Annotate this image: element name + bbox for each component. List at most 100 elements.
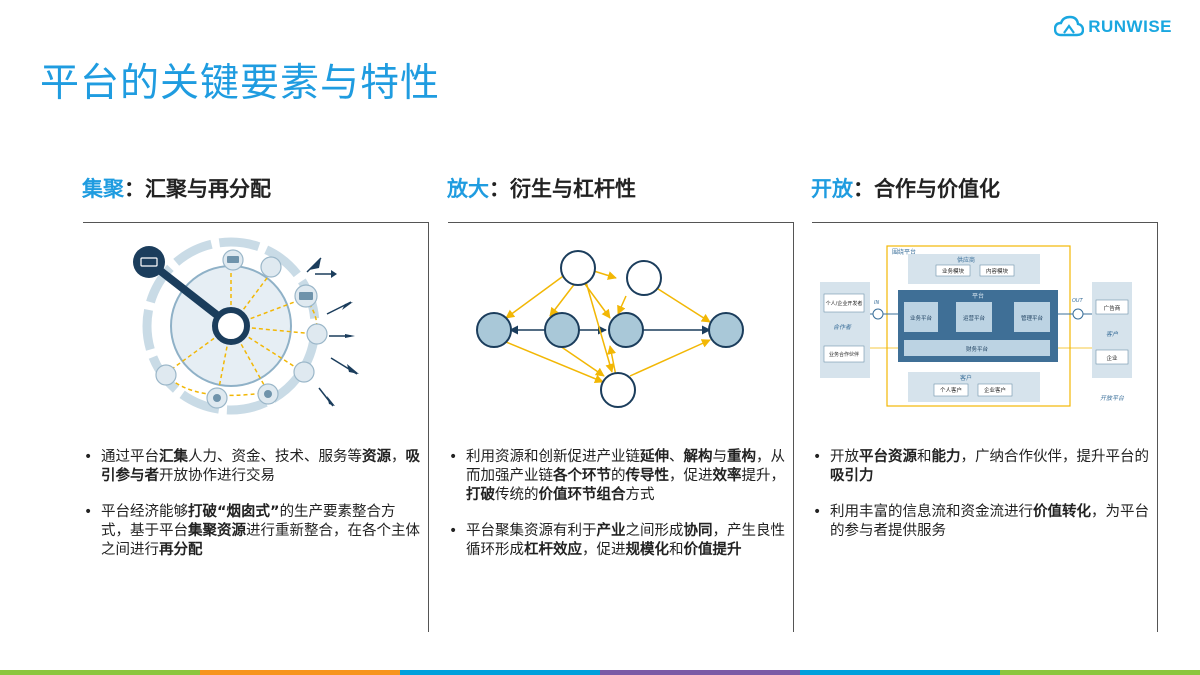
section-heading-aggregation: 集聚：汇聚与再分配: [82, 173, 271, 203]
open-platform-label: 开放平台: [1100, 394, 1125, 402]
personal-customer: 个人客户: [940, 386, 962, 394]
bullet-text: 平台聚集资源有利于: [466, 523, 597, 539]
bullet-text: 平台经济能够: [101, 504, 188, 520]
footer-color-strip: [0, 670, 1200, 675]
bullet-text: ，广纳合作伙伴，提升平台的: [960, 449, 1150, 465]
bullet-emphasis: 各个环节: [553, 468, 611, 484]
footer-segment: [600, 670, 800, 675]
bullet-text: ，促进: [582, 542, 626, 558]
bullet-emphasis: 解构: [683, 449, 713, 465]
bullet-text: 人力、资金、技术、服务等: [188, 449, 362, 465]
bullet-text: 利用丰富的信息流和资金流进行: [830, 504, 1033, 520]
customers-label: 客户: [960, 374, 972, 382]
panel-aggregation: 通过平台汇集人力、资金、技术、服务等资源，吸引参与者开放协作进行交易平台经济能够…: [83, 222, 429, 632]
bullet-text: 和: [669, 542, 684, 558]
bullet-emphasis: 杠杆效应: [524, 542, 582, 558]
in-label: IN: [874, 300, 879, 306]
bullet-text: ，产生良性循环形成: [466, 523, 785, 558]
client-label: 客户: [1106, 330, 1119, 338]
section-keyword: 集聚: [82, 177, 124, 201]
enterprise-customer: 企业客户: [984, 386, 1006, 394]
bullet-text: 利用资源和创新促进产业链: [466, 449, 640, 465]
footer-segment: [0, 670, 200, 675]
bullet-text: 进行重新整合，在各个主体之间进行: [101, 523, 420, 558]
bullet-text: 与: [712, 449, 728, 465]
platform-operation: 运营平台: [963, 314, 986, 322]
footer-segment: [1000, 670, 1200, 675]
bullet-text: 的: [611, 468, 626, 484]
bullet-emphasis: 吸引参与者: [101, 449, 420, 484]
finance-platform: 财务平台: [966, 345, 989, 353]
section-subtitle: ：合作与价值化: [853, 177, 1000, 201]
bullet-text: ，: [391, 449, 406, 465]
bullet-emphasis: 吸引力: [830, 468, 874, 484]
panel-open: 围绕平台 供应商 业务模块 内容模块 平台 业务平台 运营平台 管理平台 财务平…: [812, 222, 1158, 632]
section-keyword: 放大: [447, 177, 489, 201]
bullet-item: 利用丰富的信息流和资金流进行价值转化，为平台的参与者提供服务: [813, 503, 1150, 541]
bullet-list: 通过平台汇集人力、资金、技术、服务等资源，吸引参与者开放协作进行交易平台经济能够…: [83, 448, 421, 577]
bullet-text: 的生产要素整合方式，基于平台: [101, 504, 396, 539]
bullet-list: 利用资源和创新促进产业链延伸、解构与重构，从而加强产业链各个环节的传导性 ，促进 效…: [448, 448, 786, 577]
bullet-text: 和: [917, 449, 932, 465]
partner-box: 业务合作伙伴: [829, 351, 859, 358]
platform-management: 管理平台: [1021, 314, 1044, 322]
section-keyword: 开放: [811, 177, 853, 201]
bullet-text: 方式: [625, 487, 655, 503]
bullet-text: 提升，: [741, 468, 786, 484]
footer-segment: [200, 670, 400, 675]
bullet-emphasis: 再分配: [159, 542, 203, 558]
section-subtitle: ：衍生与杠杆性: [489, 177, 636, 201]
bullet-emphasis: 延伸: [640, 449, 669, 465]
bullet-emphasis: 价值环节组合: [538, 487, 626, 503]
page-title: 平台的关键要素与特性: [40, 61, 441, 106]
partner-label: 合作者: [833, 323, 852, 331]
bullet-emphasis: 重构: [727, 449, 756, 465]
bullet-emphasis: 价值转化: [1033, 504, 1091, 520]
platform-business: 业务平台: [910, 314, 933, 322]
footer-segment: [400, 670, 600, 675]
panel-amplify: 利用资源和创新促进产业链延伸、解构与重构，从而加强产业链各个环节的传导性 ，促进 效…: [448, 222, 794, 632]
bullet-item: 开放平台资源和能力，广纳合作伙伴，提升平台的吸引力: [813, 448, 1150, 486]
bullet-emphasis: 产业: [596, 523, 626, 539]
bullet-text: ，从而加强产业链: [466, 449, 785, 484]
bullet-text: ，为平台的参与者提供服务: [830, 504, 1149, 539]
bullet-emphasis: 打破: [466, 487, 495, 503]
content-module-label: 内容模块: [986, 267, 1009, 275]
bullet-item: 利用资源和创新促进产业链延伸、解构与重构，从而加强产业链各个环节的传导性，促进效…: [449, 448, 786, 505]
out-label: OUT: [1072, 298, 1084, 304]
network-diagram: [476, 250, 744, 408]
bullet-emphasis: 传导性: [625, 468, 670, 484]
cloud-icon: [1054, 15, 1085, 37]
bullet-emphasis: 平台资源: [859, 449, 917, 465]
bullet-emphasis: 规模化: [625, 542, 670, 558]
brand-logo: RUNWISE: [1054, 12, 1172, 42]
bullet-list: 开放平台资源和能力，广纳合作伙伴，提升平台的吸引力利用丰富的信息流和资金流进行价…: [812, 448, 1150, 558]
bullet-emphasis: 效率: [712, 468, 742, 484]
enterprise-box: 企业: [1106, 354, 1118, 362]
section-subtitle: ：汇聚与再分配: [124, 177, 271, 201]
section-heading-open: 开放：合作与价值化: [811, 173, 1000, 203]
bullet-emphasis: 汇集: [159, 449, 188, 465]
bullet-text: 开放协作进行交易: [159, 468, 275, 484]
advertiser-box: 广告商: [1104, 304, 1121, 312]
bullet-text: 之间形成: [625, 523, 684, 539]
biz-module-label: 业务模块: [942, 267, 965, 275]
section-heading-amplify: 放大：衍生与杠杆性: [447, 173, 636, 203]
bullet-item: 通过平台汇集人力、资金、技术、服务等资源，吸引参与者开放协作进行交易: [84, 448, 421, 486]
bullet-text: 传统的: [495, 487, 539, 503]
footer-segment: [800, 670, 1000, 675]
bullet-emphasis: 价值提升: [683, 542, 742, 558]
outer-label: 围绕平台: [892, 248, 916, 256]
bullet-item: 平台经济能够打破“烟囱式”的生产要素整合方式，基于平台集聚资源进行重新整合，在各…: [84, 503, 421, 560]
bullet-item: 平台聚集资源有利于产业之间形成协同，产生良性循环形成杠杆效应，促进规模化和价值提…: [449, 522, 786, 560]
bullet-emphasis: 能力: [931, 449, 961, 465]
bullet-emphasis: 打破“烟囱式”: [188, 504, 280, 520]
bullet-emphasis: 资源: [362, 449, 391, 465]
bullet-text: 、: [669, 449, 684, 465]
supplier-label: 供应商: [957, 256, 975, 264]
brand-name: RUNWISE: [1088, 17, 1172, 36]
bullet-emphasis: 集聚资源: [188, 523, 246, 539]
aggregation-diagram: [133, 237, 359, 415]
bullet-text: 通过平台: [101, 449, 159, 465]
bullet-emphasis: 协同: [683, 523, 713, 539]
